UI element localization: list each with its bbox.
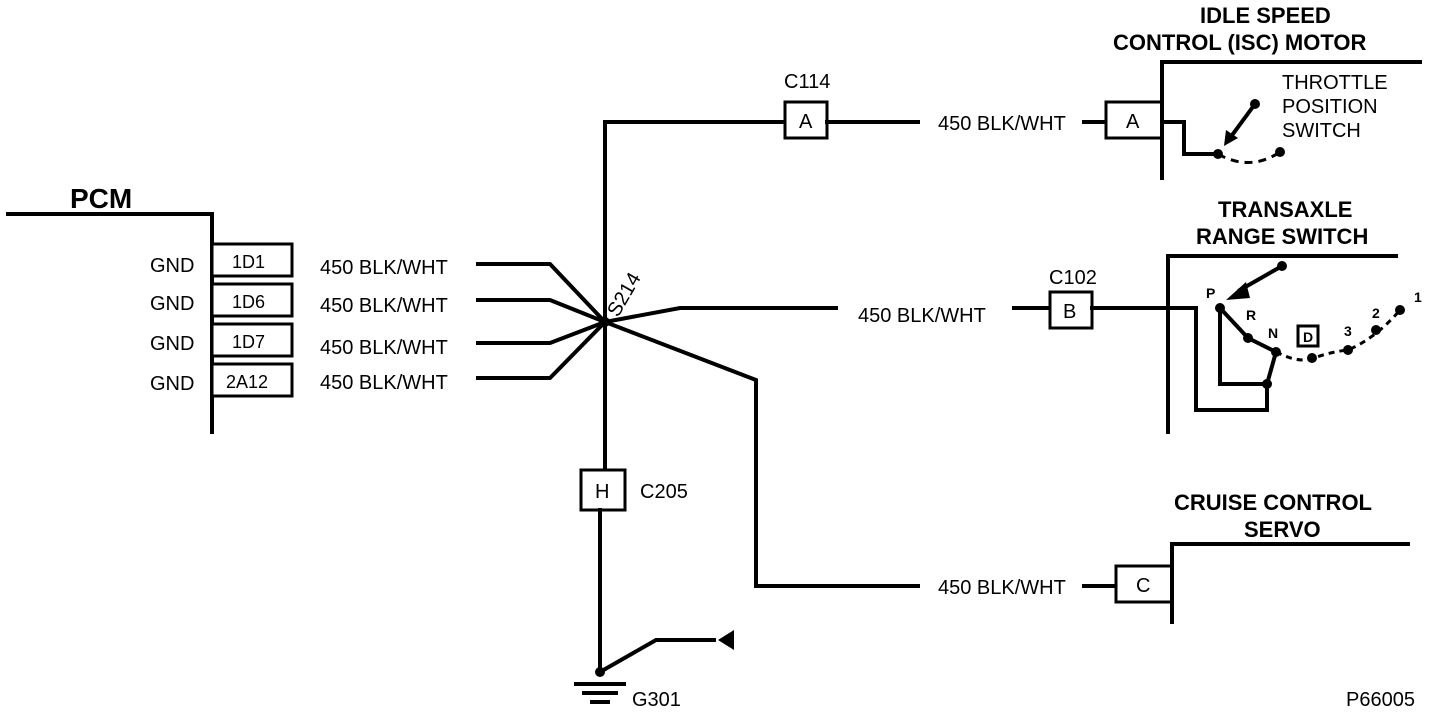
pcm-pin4-wire: 450 BLK/WHT bbox=[320, 372, 448, 394]
cruise-pin-box bbox=[1114, 564, 1174, 604]
pcm-pin1-gnd: GND bbox=[150, 255, 194, 277]
isc-motor: IDLE SPEED CONTROL (ISC) MOTOR THROTTLE … bbox=[1113, 3, 1422, 180]
pcm-pin1-wire: 450 BLK/WHT bbox=[320, 257, 448, 279]
cruise-device-pin: C bbox=[1136, 575, 1150, 597]
isc-connector-box bbox=[783, 100, 829, 140]
ground-branch: H C205 G301 bbox=[574, 320, 734, 711]
tps-label-line2: POSITION bbox=[1282, 96, 1378, 118]
pcm-pin4-box bbox=[210, 362, 294, 398]
trs-branch: 450 BLK/WHT C102 B bbox=[602, 267, 1269, 412]
cruise-branch: 450 BLK/WHT C bbox=[602, 319, 1174, 604]
trs-connector-id: C102 bbox=[1049, 267, 1097, 289]
cruise-wire-label: 450 BLK/WHT bbox=[938, 577, 1066, 599]
pcm-pin3-gnd: GND bbox=[150, 333, 194, 355]
pcm-pin2-box bbox=[210, 282, 294, 318]
trs-connector-box bbox=[1048, 290, 1094, 330]
pcm-pin2-id: 1D6 bbox=[232, 292, 265, 312]
figure-id: P66005 bbox=[1346, 689, 1415, 711]
c205-label: C205 bbox=[640, 481, 688, 503]
trs-pos-2: 2 bbox=[1372, 305, 1380, 321]
isc-device-pin: A bbox=[1126, 111, 1140, 133]
trs-connector-pin: B bbox=[1063, 301, 1076, 323]
pcm-pin4-gnd: GND bbox=[150, 373, 194, 395]
isc-wire-label: 450 BLK/WHT bbox=[938, 113, 1066, 135]
pcm-title: PCM bbox=[70, 183, 132, 214]
trs-outline bbox=[1166, 254, 1398, 434]
pcm-module: PCM GND 1D1 450 BLK/WHT GND 1D6 450 BLK/… bbox=[6, 183, 448, 434]
c205-box bbox=[579, 468, 627, 512]
pcm-wires-to-splice bbox=[476, 262, 608, 380]
trs-pos-1: 1 bbox=[1414, 289, 1422, 305]
pcm-pin4-id: 2A12 bbox=[226, 372, 268, 392]
isc-title-line1: IDLE SPEED bbox=[1200, 3, 1331, 28]
tps-label-line3: SWITCH bbox=[1282, 120, 1361, 142]
trs-title-line1: TRANSAXLE bbox=[1218, 197, 1352, 222]
pcm-pin3-wire: 450 BLK/WHT bbox=[320, 337, 448, 359]
splice-label: S214 bbox=[603, 269, 645, 320]
isc-connector-pin: A bbox=[799, 111, 813, 133]
tps-label-line1: THROTTLE bbox=[1282, 72, 1388, 94]
trs-pos-d: D bbox=[1303, 329, 1313, 345]
trs-pos-r: R bbox=[1246, 307, 1256, 323]
isc-connector-id: C114 bbox=[784, 71, 830, 93]
pcm-pin3-box bbox=[210, 322, 294, 358]
g301-label: G301 bbox=[632, 689, 681, 711]
c205-pin: H bbox=[595, 481, 609, 503]
cruise-outline bbox=[1170, 542, 1410, 624]
cruise-title-line1: CRUISE CONTROL bbox=[1174, 490, 1372, 515]
pcm-pin1-box bbox=[210, 242, 294, 278]
pcm-pin1-id: 1D1 bbox=[232, 252, 265, 272]
isc-outline bbox=[1160, 60, 1422, 180]
pcm-pin2-gnd: GND bbox=[150, 293, 194, 315]
trs-pos-3: 3 bbox=[1344, 323, 1352, 339]
pcm-outline bbox=[6, 212, 214, 434]
trs-pos-n: N bbox=[1268, 325, 1278, 341]
transaxle-range-switch: TRANSAXLE RANGE SWITCH P R N D 3 2 1 bbox=[1166, 197, 1422, 434]
trs-title-line2: RANGE SWITCH bbox=[1196, 224, 1368, 249]
trs-pos-p: P bbox=[1206, 285, 1215, 301]
trs-pos-d-box bbox=[1296, 324, 1320, 348]
isc-title-line2: CONTROL (ISC) MOTOR bbox=[1113, 30, 1367, 55]
pcm-pin2-wire: 450 BLK/WHT bbox=[320, 295, 448, 317]
trs-wire-label: 450 BLK/WHT bbox=[858, 305, 986, 327]
cruise-title-line2: SERVO bbox=[1244, 517, 1321, 542]
cruise-control-servo: CRUISE CONTROL SERVO bbox=[1170, 490, 1410, 624]
pcm-pin3-id: 1D7 bbox=[232, 332, 265, 352]
